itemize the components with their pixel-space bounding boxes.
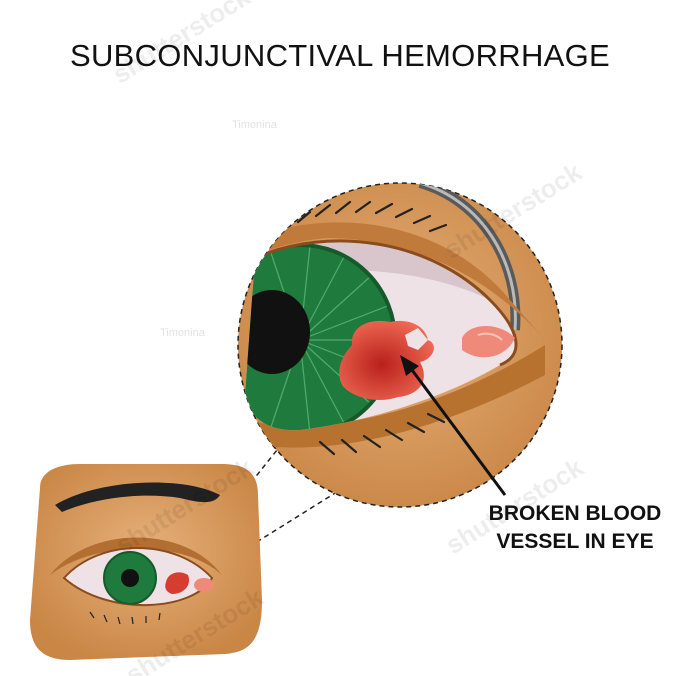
callout-line-1: BROKEN BLOOD (488, 502, 662, 525)
caruncle (462, 326, 515, 358)
eyebrow (55, 482, 220, 512)
watermark-1: shutterstock (107, 0, 256, 89)
callout-label: BROKEN BLOOD VESSEL IN EYE (470, 500, 680, 556)
page-title: SUBCONJUNCTIVAL HEMORRHAGE (69, 38, 611, 73)
pupil (245, 290, 310, 374)
callout-line-2: VESSEL IN EYE (496, 530, 654, 553)
author-mark-1: Timonina (232, 119, 278, 131)
small-eye-panel (30, 464, 262, 660)
small-hemorrhage (165, 572, 190, 594)
small-pupil (121, 569, 139, 587)
callout-arrow (400, 355, 507, 496)
author-mark-2: Timonina (160, 327, 206, 339)
magnified-eye-circle (237, 182, 563, 508)
